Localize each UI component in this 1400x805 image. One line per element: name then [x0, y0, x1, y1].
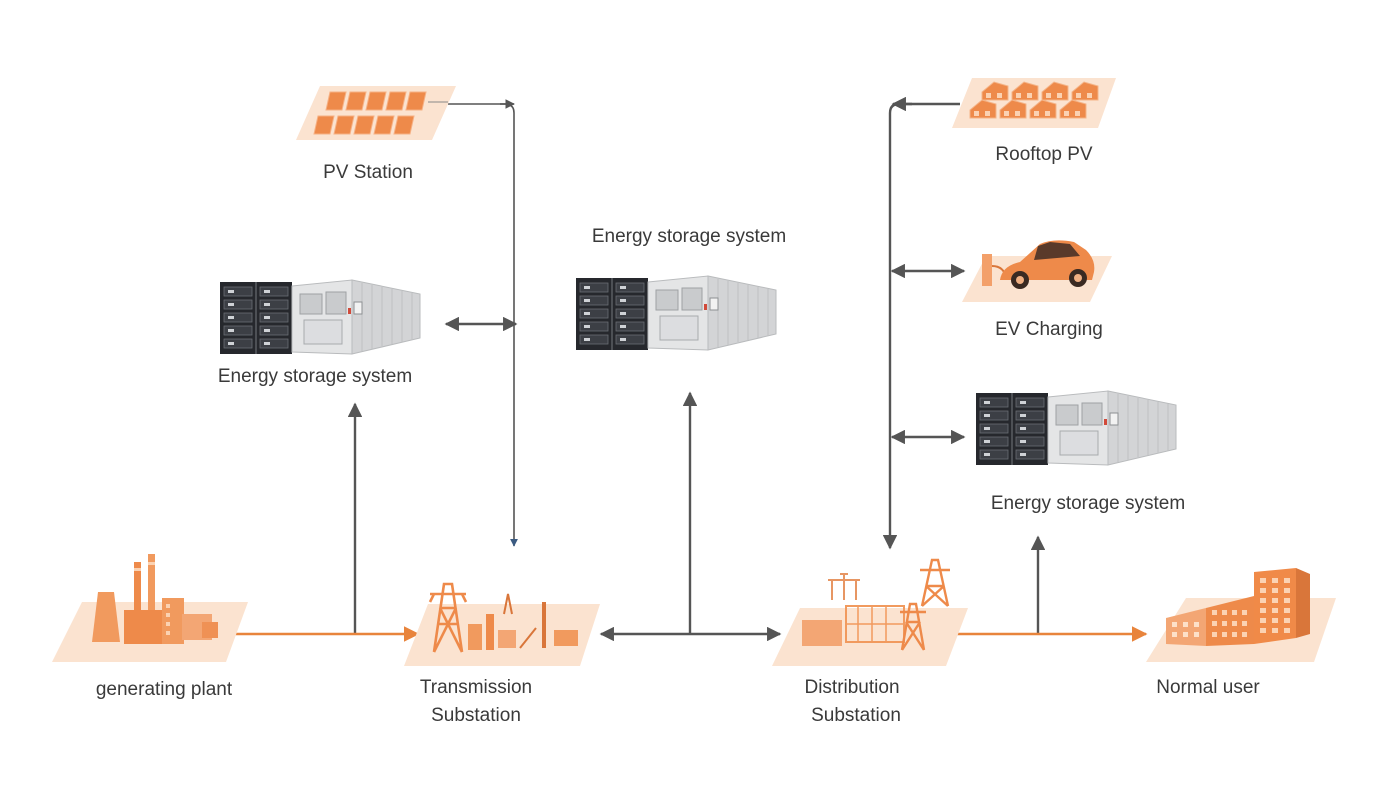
ess-middle-icon — [575, 275, 777, 351]
ess-left-label: Energy storage system — [200, 363, 430, 391]
ess-right-label: Energy storage system — [973, 490, 1203, 518]
ess-right-label-text: Energy storage system — [990, 493, 1186, 514]
ess-right-icon — [975, 390, 1177, 466]
distribution-label-line1: Distribution — [804, 677, 900, 698]
transmission-label-line1: Transmission — [419, 677, 533, 698]
ess-middle-label: Energy storage system — [574, 223, 804, 251]
solar-panel-array-icon — [296, 86, 456, 140]
ev-charging-label: EV Charging — [974, 316, 1124, 344]
normal-user-label: Normal user — [1138, 674, 1278, 702]
generating-plant-label-text: generating plant — [95, 679, 233, 700]
power-plant-icon — [52, 554, 248, 662]
pv-station-label-text: PV Station — [323, 162, 413, 183]
transmission-label-line2: Substation — [431, 705, 521, 726]
ess-left-label-text: Energy storage system — [217, 366, 413, 387]
building-icon — [1146, 568, 1336, 662]
ev-charging-label-text: EV Charging — [995, 319, 1103, 340]
rooftop-pv-label-text: Rooftop PV — [995, 144, 1093, 165]
ess-middle-label-text: Energy storage system — [591, 226, 787, 247]
ess-left-icon — [219, 279, 421, 355]
pv-station-label: PV Station — [300, 159, 436, 187]
distribution-substation-label: Distribution Substation — [776, 674, 936, 730]
distribution-label-line2: Substation — [811, 705, 901, 726]
electric-car-icon — [962, 240, 1112, 302]
distribution-feeder-connector — [882, 102, 960, 550]
rooftop-solar-icon — [952, 78, 1116, 128]
normal-user-label-text: Normal user — [1156, 677, 1260, 698]
transmission-substation-label: Transmission Substation — [396, 674, 556, 730]
transmission-tower-icon — [404, 582, 600, 666]
distribution-substation-icon — [772, 558, 968, 666]
generating-plant-label: generating plant — [74, 676, 254, 704]
rooftop-pv-label: Rooftop PV — [974, 141, 1114, 169]
